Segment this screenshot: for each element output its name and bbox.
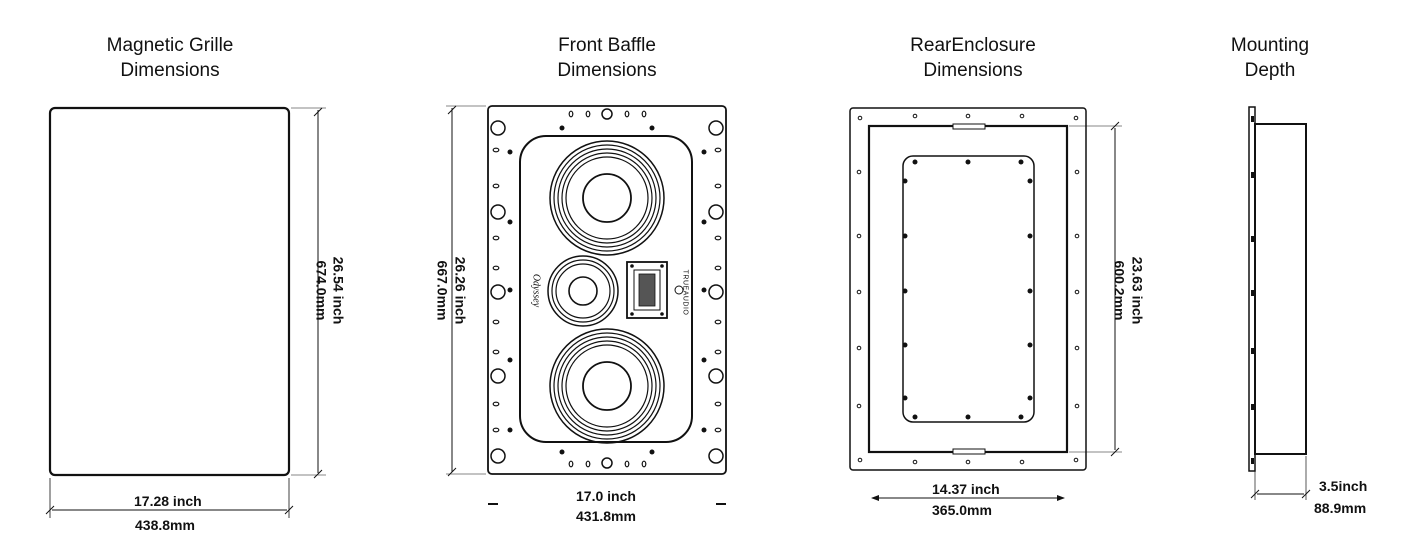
baffle-inner-panel <box>519 135 693 443</box>
tweeter-brand-label: TRUEAUDIO <box>681 269 689 316</box>
depth-body <box>1254 123 1307 455</box>
enclosure-width-mm: 365.0mm <box>932 502 992 518</box>
depth-title: Mounting Depth <box>1230 35 1310 81</box>
enclosure-title: RearEnclosure Dimensions <box>910 35 1036 81</box>
depth-inch: 3.5inch <box>1319 478 1368 494</box>
baffle-width-inch: 17.0 inch <box>576 488 636 504</box>
grille-height-inch: 26.54 inch <box>330 256 347 325</box>
grille-width-inch: 17.28 inch <box>134 493 202 509</box>
enclosure-back-panel <box>902 155 1035 423</box>
baffle-mount-holes <box>490 108 724 469</box>
enclosure-height-inch: 23.63 inch <box>1129 256 1146 325</box>
baffle-title: Front Baffle Dimensions <box>557 35 657 81</box>
enclosure-width-inch: 14.37 inch <box>932 481 1000 497</box>
depth-mm: 88.9mm <box>1314 500 1367 516</box>
grille-height-mm: 674.0mm <box>313 260 330 321</box>
midrange-driver <box>547 255 619 327</box>
baffle-width-mm: 431.8mm <box>576 508 636 524</box>
baffle-logo: Odyssey <box>530 273 542 308</box>
grille-width-mm: 438.8mm <box>135 517 195 533</box>
depth-drawing <box>1248 106 1311 500</box>
baffle-drawing <box>446 105 727 505</box>
enclosure-height-mm: 600.2mm <box>1111 260 1128 321</box>
lower-woofer <box>549 328 665 444</box>
enclosure-drawing <box>849 107 1122 501</box>
baffle-height-inch: 26.26 inch <box>452 256 469 325</box>
grille-outline <box>48 106 291 477</box>
ribbon-tweeter <box>626 261 668 319</box>
upper-woofer <box>549 140 665 256</box>
grille-drawing <box>45 106 326 518</box>
baffle-height-mm: 667.0mm <box>434 260 451 321</box>
grille-title: Magnetic Grille Dimensions <box>106 35 234 81</box>
